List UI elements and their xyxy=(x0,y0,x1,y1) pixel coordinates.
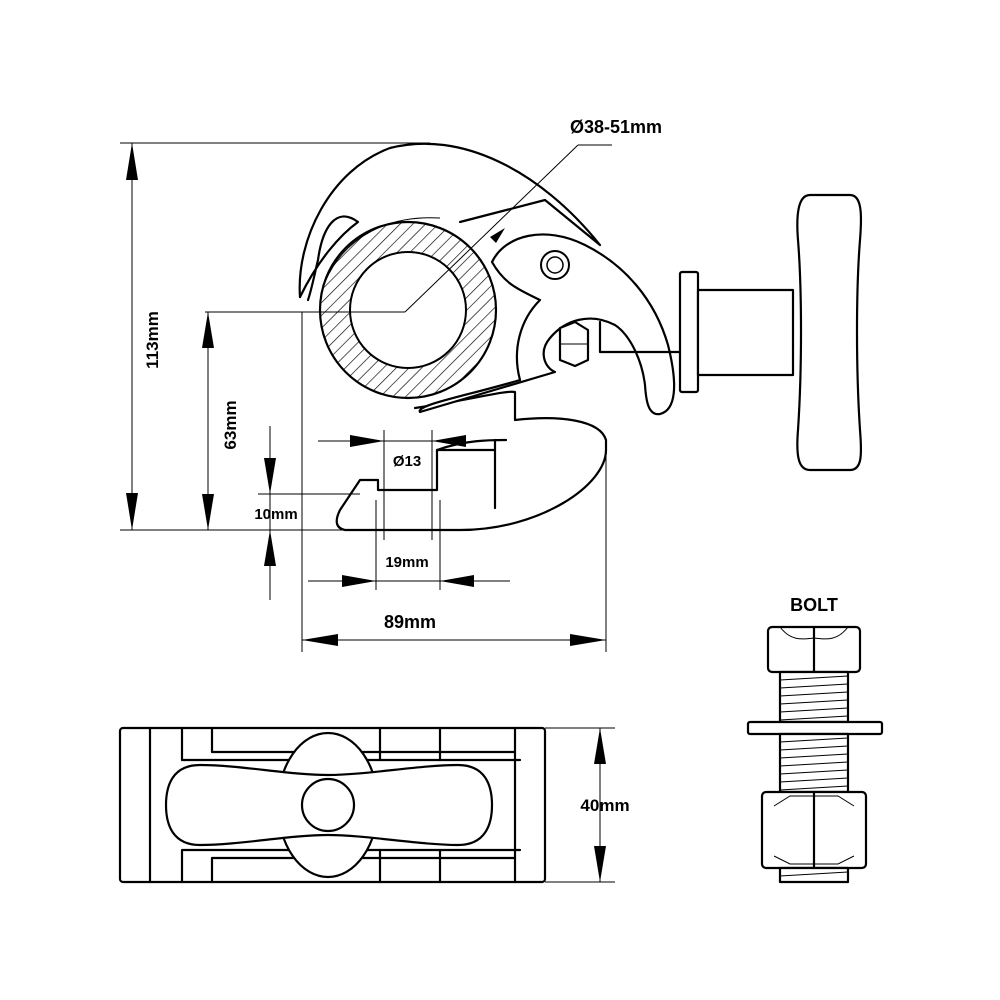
width-total-label: 89mm xyxy=(384,612,436,632)
pipe-section xyxy=(318,220,498,400)
latch-lever xyxy=(418,233,676,416)
pipe-diameter-label: Ø38-51mm xyxy=(570,117,662,137)
stem xyxy=(696,288,795,377)
clamp-hook xyxy=(298,142,602,299)
latch-pivot xyxy=(540,250,570,280)
hole-diameter-label: Ø13 xyxy=(393,453,421,470)
slot-width-label: 19mm xyxy=(385,554,428,571)
bolt xyxy=(746,625,884,884)
bolt-washer xyxy=(746,720,884,736)
height-center-label: 63mm xyxy=(221,400,240,449)
thickness-dimension xyxy=(545,727,615,883)
side-view xyxy=(205,142,863,532)
clamp-body xyxy=(335,390,608,532)
t-knob xyxy=(796,193,863,472)
slot-depth-label: 10mm xyxy=(254,506,297,523)
knob-hole xyxy=(300,777,356,833)
bolt-title: BOLT xyxy=(790,595,838,615)
side-dimensions xyxy=(120,142,607,652)
stem-collar xyxy=(678,270,700,394)
height-total-label: 113mm xyxy=(143,311,162,369)
top-view xyxy=(118,726,547,884)
thickness-label: 40mm xyxy=(580,796,629,815)
